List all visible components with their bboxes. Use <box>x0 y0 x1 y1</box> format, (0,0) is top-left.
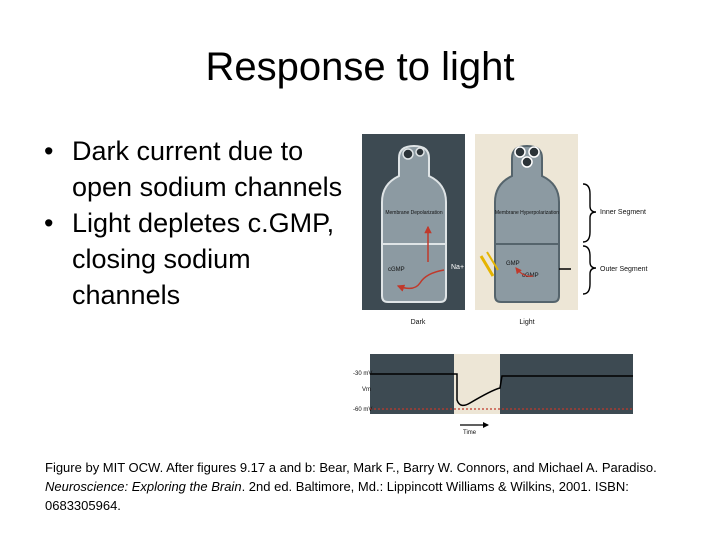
light-stimulus-window <box>454 354 500 414</box>
dark-rod-cell <box>381 144 447 303</box>
photoreceptor-figure: Membrane Depolarization cGMP Na+ Membran… <box>353 134 648 436</box>
bullet-item: • Light depletes c.GMP, closing sodium ch… <box>40 205 350 313</box>
time-axis-label: Time <box>463 430 477 436</box>
caption-text: . 2nd ed. Baltimore, Md.: Lippincott Wil… <box>45 479 629 513</box>
membrane-potential-trace <box>370 373 633 407</box>
conversion-arrow <box>515 267 534 277</box>
bullet-dot-icon: • <box>44 208 54 238</box>
synaptic-vesicle <box>514 146 526 158</box>
outer-segment-label: Outer Segment <box>600 266 648 273</box>
sodium-ion-label: Na+ <box>451 264 464 271</box>
light-panel-label: Light <box>519 319 534 326</box>
trace-background <box>370 354 633 414</box>
inner-segment-label: Inner Segment <box>600 209 646 216</box>
outer-segment-bracket <box>582 245 597 295</box>
light-gmp-label: GMP <box>506 261 520 267</box>
dark-panel-label: Dark <box>411 319 426 326</box>
bullet-item: • Dark current due to open sodium channel… <box>40 133 350 205</box>
trace-top-level-label: -30 mV <box>353 371 372 377</box>
dark-state-label: Membrane Depolarization <box>385 210 442 216</box>
figure-caption: Figure by MIT OCW. After figures 9.17 a … <box>45 458 685 515</box>
synaptic-vesicle <box>415 147 425 157</box>
caption-book-title: Neuroscience: Exploring the Brain <box>45 479 242 494</box>
bullet-text: Light depletes c.GMP, closing sodium cha… <box>72 208 335 310</box>
slide-title: Response to light <box>205 45 515 89</box>
current-arrow <box>396 269 445 292</box>
dark-cgmp-label: cGMP <box>388 267 405 273</box>
caption-text: Figure by MIT OCW. After figures 9.17 a … <box>45 460 657 475</box>
inner-segment-bracket <box>582 183 597 243</box>
light-rod-cell <box>494 144 560 303</box>
bullet-dot-icon: • <box>44 136 54 166</box>
bullet-list: • Dark current due to open sodium channel… <box>40 133 350 313</box>
trace-vm-label: Vm <box>362 387 371 393</box>
light-ray-icon <box>486 251 499 271</box>
bullet-text: Dark current due to open sodium channels <box>72 136 343 202</box>
synaptic-vesicle <box>521 156 533 168</box>
synaptic-vesicle <box>528 146 540 158</box>
trace-bottom-level-label: -60 mV <box>353 407 372 413</box>
light-ray-icon <box>479 255 495 277</box>
light-state-label: Membrane Hyperpolarization <box>495 210 559 216</box>
synaptic-vesicle <box>402 148 414 160</box>
